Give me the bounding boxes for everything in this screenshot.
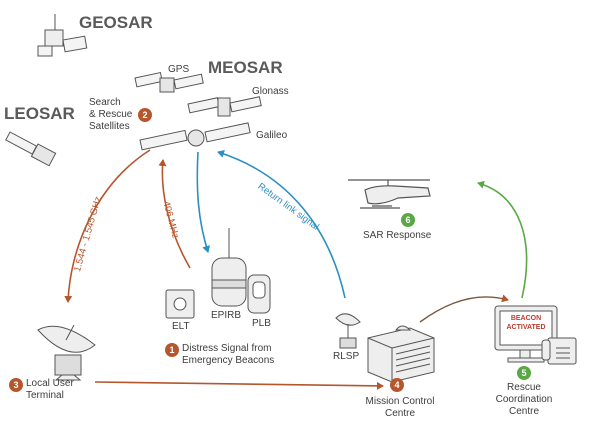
sar-satellites-line1: Search <box>89 97 121 108</box>
local-user-terminal-label: Local User Terminal <box>26 378 74 402</box>
satellite-to-beacon-arrow <box>196 151 211 253</box>
rescue-coordination-centre-label: Rescue Coordination Centre <box>484 382 564 418</box>
meosar-label: MEOSAR <box>208 58 283 77</box>
geosar-label: GEOSAR <box>79 13 153 32</box>
step-6-badge: 6 <box>401 213 415 227</box>
rlsp-label: RLSP <box>333 351 360 362</box>
epirb-beacon-icon <box>211 228 247 307</box>
sar-satellites-label: Search & Rescue Satellites <box>89 97 132 133</box>
plb-label: PLB <box>252 318 271 329</box>
step-1-badge: 1 <box>165 343 179 357</box>
step-2-badge: 2 <box>138 108 152 122</box>
galileo-label: Galileo <box>256 130 288 141</box>
local-user-terminal-dish-icon <box>37 324 96 381</box>
monitor-screen-line1: BEACON <box>510 315 542 322</box>
downlink-arrow <box>64 149 151 303</box>
mission-control-centre-line1: Mission Control <box>365 396 435 407</box>
uplink-arrow <box>158 159 191 269</box>
sar-satellites-line3: Satellites <box>89 121 130 132</box>
rescue-coordination-centre-line3: Centre <box>508 406 539 417</box>
local-user-terminal-line2: Terminal <box>26 390 64 401</box>
geosar-satellite-icon <box>37 14 88 57</box>
mission-control-centre-label: Mission Control Centre <box>360 396 440 420</box>
rescue-coordination-centre-line1: Rescue <box>507 382 541 393</box>
elt-label: ELT <box>172 321 190 332</box>
mcc-to-rcc-arrow <box>419 294 509 323</box>
rcc-to-sar-arrow <box>477 180 528 299</box>
distress-signal-line1: Distress Signal from <box>182 343 272 354</box>
step-3-badge: 3 <box>9 378 23 392</box>
galileo-satellite-icon <box>139 122 251 151</box>
local-user-terminal-line1: Local User <box>26 378 74 389</box>
lut-to-mcc-arrow <box>94 381 384 390</box>
sar-satellites-line2: & Rescue <box>89 109 133 120</box>
mission-control-centre-line2: Centre <box>384 408 415 419</box>
gps-label: GPS <box>168 64 190 75</box>
elt-beacon-icon <box>165 289 195 319</box>
leosar-label: LEOSAR <box>4 104 75 123</box>
mission-control-centre-building-icon <box>367 325 435 383</box>
step-5-badge: 5 <box>517 366 531 380</box>
distress-signal-caption: Distress Signal from Emergency Beacons <box>182 343 274 367</box>
glonass-satellite-icon <box>187 96 262 117</box>
leosar-satellite-icon <box>5 131 57 167</box>
epirb-label: EPIRB <box>211 310 242 321</box>
phone-icon <box>541 337 577 365</box>
sar-response-label: SAR Response <box>363 230 432 241</box>
glonass-label: Glonass <box>252 86 289 97</box>
return-link-arrow <box>217 150 346 299</box>
plb-beacon-icon <box>247 274 271 314</box>
step-4-badge: 4 <box>390 378 404 392</box>
rlsp-dish-icon <box>335 313 361 349</box>
monitor-screen-text: BEACON ACTIVATED <box>500 314 552 332</box>
monitor-screen-line2: ACTIVATED <box>506 324 546 331</box>
gps-satellite-icon <box>134 72 204 93</box>
rescue-coordination-monitor-icon <box>494 305 558 363</box>
helicopter-icon <box>348 179 431 209</box>
rescue-coordination-centre-line2: Coordination <box>495 394 553 405</box>
distress-signal-line2: Emergency Beacons <box>182 355 275 366</box>
